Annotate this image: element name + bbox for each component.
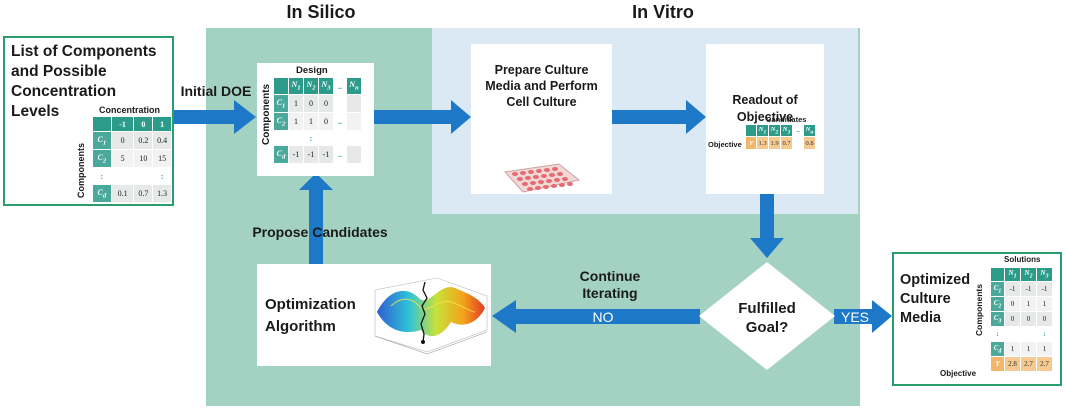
arrow-prepare-to-readout xyxy=(612,100,706,134)
arrow-readout-to-decision xyxy=(750,194,784,258)
optimization-surface-icon xyxy=(374,277,488,355)
components-list-box: List of Components and Possible Concentr… xyxy=(3,36,174,206)
optimized-media-box: Optimized Culture Media Solutions Compon… xyxy=(892,252,1062,386)
well-plate-icon xyxy=(504,163,581,193)
decision-diamond xyxy=(699,262,835,370)
solutions-title: Solutions xyxy=(1004,255,1041,264)
components-axis-label: Components xyxy=(76,143,86,198)
arrow-propose xyxy=(299,173,333,264)
arrow-yes xyxy=(834,300,892,333)
arrow-no xyxy=(492,300,700,333)
concentration-title: Concentration xyxy=(99,105,161,115)
design-table: N1 N2 N3 .. Nn C1 1 0 0 C2 1 1 0 .. : xyxy=(273,77,362,164)
optimization-card: Optimization Algorithm xyxy=(257,264,491,366)
initial-doe-label: Initial DOE xyxy=(180,83,252,99)
prepare-culture-card: Prepare Culture Media and Perform Cell C… xyxy=(471,44,612,194)
solutions-table: N1 N2 N3 C1 -1 -1 -1 C2 0 1 1 C3 0 0 0 :… xyxy=(990,267,1053,372)
prepare-culture-text: Prepare Culture Media and Perform Cell C… xyxy=(485,63,598,109)
optimized-axis-label: Components xyxy=(974,284,984,336)
design-axis-label: Components xyxy=(261,83,272,145)
readout-card: Readout of Objective Candidates Objectiv… xyxy=(706,44,824,194)
design-title: Design xyxy=(296,65,328,76)
candidates-title: Candidates xyxy=(766,115,807,124)
in-vitro-heading: In Vitro xyxy=(632,2,694,22)
decision-text: Fulfilled Goal? xyxy=(738,300,796,336)
arrow-design-to-prepare xyxy=(374,100,471,134)
concentration-table: -1 0 1 C1 0 0.2 0.4 C2 5 10 15 : : Cd 0.… xyxy=(92,116,172,203)
optimization-text: Optimization Algorithm xyxy=(265,296,356,335)
readout-text: Readout of Objective xyxy=(732,93,798,124)
optimized-objective-label: Objective xyxy=(940,369,977,378)
optimized-media-title: Optimized Culture Media xyxy=(900,272,971,326)
no-label: NO xyxy=(592,309,614,325)
candidates-table: N1 N2 N3 .. Nn Y 1.3 1.9 0.7 0.8 xyxy=(745,124,816,150)
arrow-initial-doe xyxy=(174,100,256,134)
components-list-title: List of Components and Possible Concentr… xyxy=(11,43,157,120)
in-silico-heading: In Silico xyxy=(286,2,356,22)
readout-objective-label: Objective xyxy=(708,140,742,149)
design-card: Design Components N1 N2 N3 .. Nn C1 1 0 … xyxy=(257,63,374,176)
yes-label: YES xyxy=(840,309,869,325)
propose-candidates-label: Propose Candidates xyxy=(252,224,388,240)
